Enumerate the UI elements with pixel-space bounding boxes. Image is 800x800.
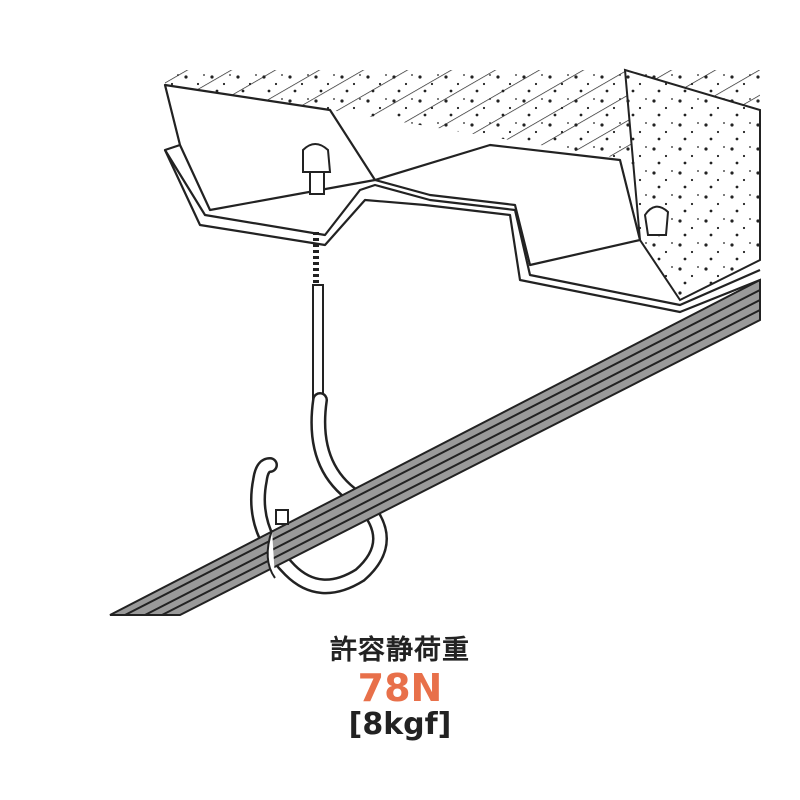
cable-tie	[266, 509, 289, 579]
hook	[250, 232, 388, 595]
load-value-kgf: [8kgf]	[348, 707, 452, 742]
cable-bundle	[109, 278, 761, 616]
load-value-newton: 78N	[357, 666, 443, 710]
anchor-bolt	[302, 143, 670, 236]
concrete-slab	[165, 68, 761, 302]
ceiling-hook-illustration	[109, 68, 761, 616]
allowable-static-load-title: 許容静荷重	[330, 635, 470, 666]
